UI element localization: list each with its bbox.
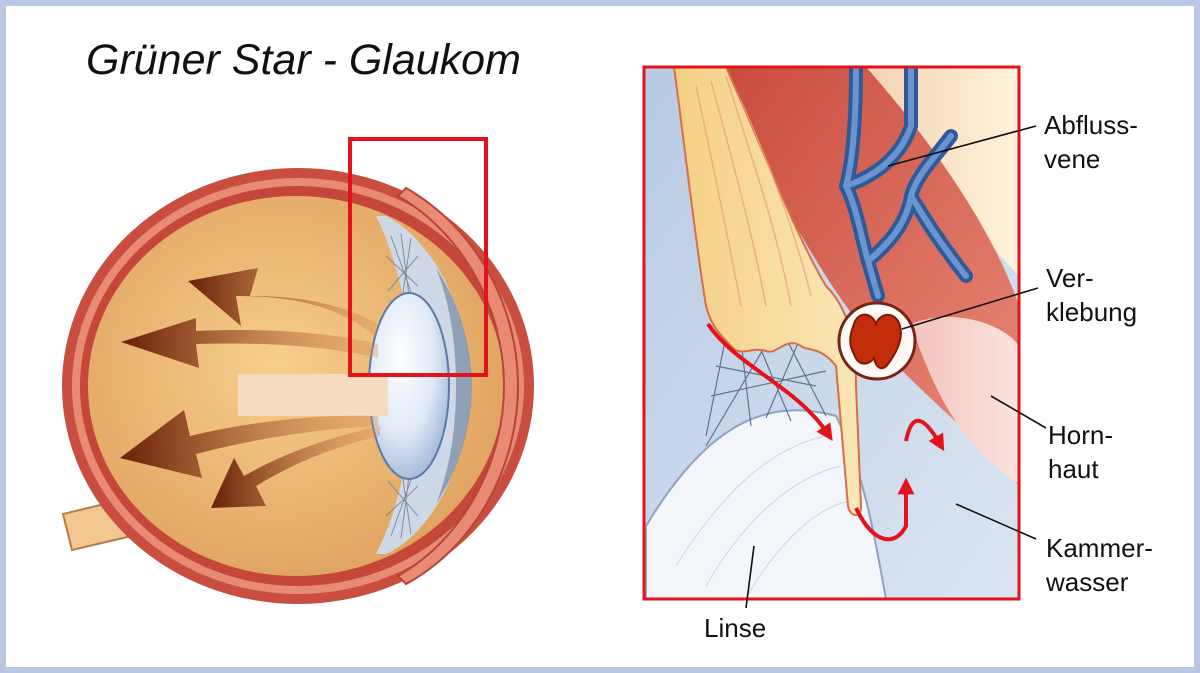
ciliary-body [672,67,863,516]
arrow-left-lower [120,410,378,478]
leader-linse [745,545,755,609]
label-kammerwasser: Kammer- wasser [1046,533,1153,597]
eye-cross-section [61,137,534,604]
leader-abfluss [887,125,1037,167]
iris [436,268,472,504]
leader-kammer [955,503,1037,540]
zonule-fibers [385,233,419,539]
label-linse: Linse [704,613,767,643]
label-abflussvene: Abfluss- vene [1044,110,1138,174]
highlight-box [348,137,488,377]
lens-magnified [645,409,888,599]
ciliary-striations [695,75,812,307]
arrow-down-left [211,426,380,508]
pressure-arrows [120,268,388,508]
arrow-stem [238,374,388,416]
leader-hornhaut [990,395,1047,429]
arrow-left-upper [121,318,378,368]
arrow-up-left [188,268,378,336]
lens-texture [675,435,852,599]
label-hornhaut: Horn- haut [1048,420,1114,484]
illustration [61,65,1047,609]
label-verklebung: Ver- klebung [1046,263,1138,327]
magnified-view [642,65,1021,601]
adhesion-blob [849,313,902,370]
leader-lines [745,125,1047,609]
zoom-frame [642,65,1021,601]
aqueous-flow-arrows [706,322,945,542]
cornea-wedge [911,316,1019,484]
blockage-inset [837,301,917,381]
diagram-title: Grüner Star - Glaukom [86,36,521,84]
leader-verklebung [901,287,1039,330]
